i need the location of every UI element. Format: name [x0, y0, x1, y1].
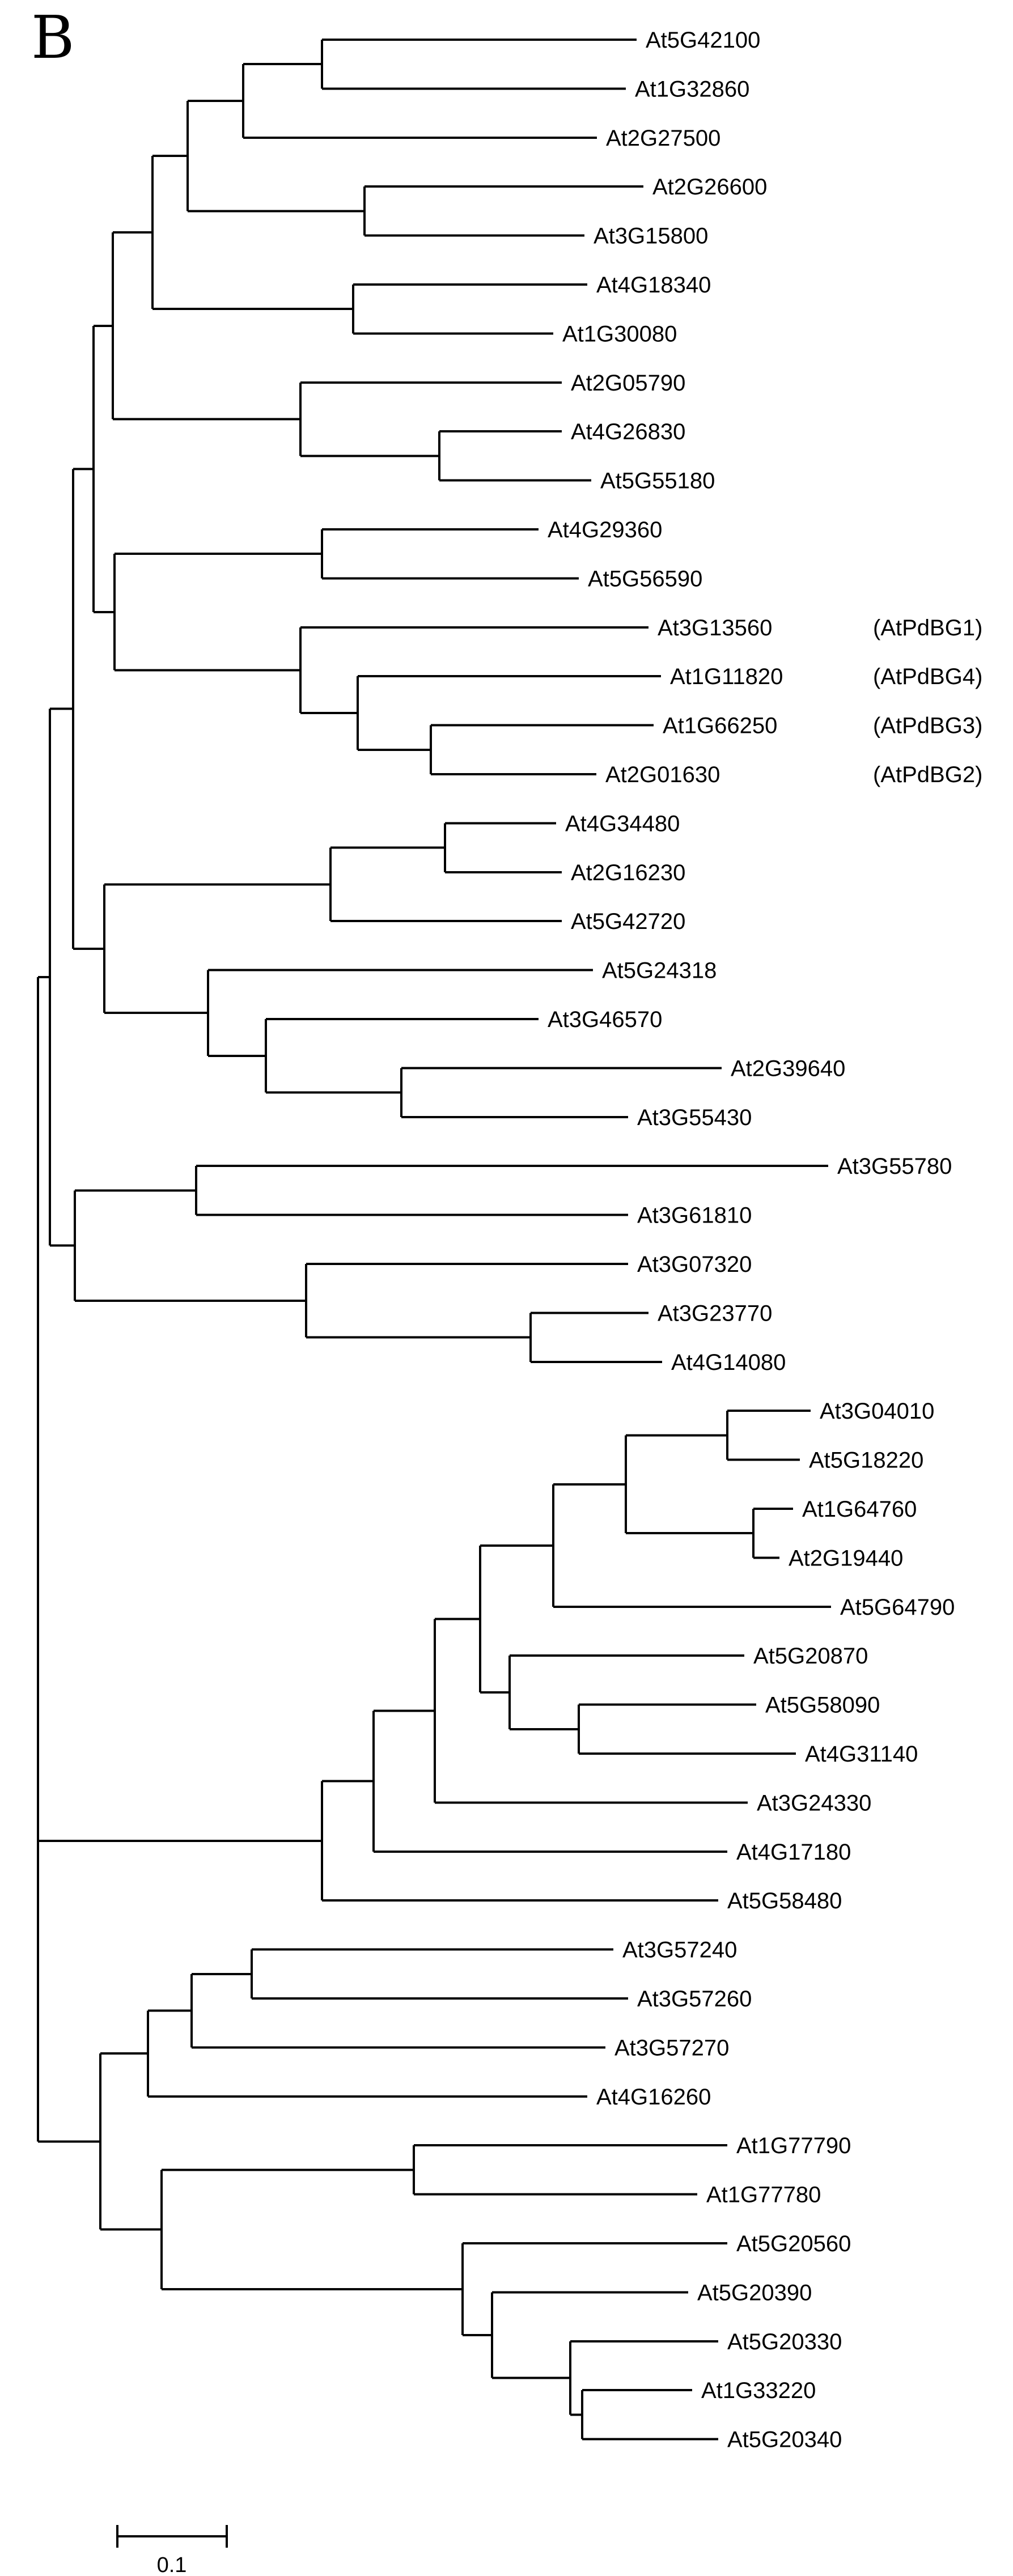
- leaf-label: At5G42720: [571, 909, 685, 934]
- leaf-label: At1G66250: [663, 714, 777, 739]
- leaf-label: At2G05790: [571, 371, 685, 396]
- leaf-label: At3G13560: [658, 616, 772, 640]
- leaf-label: At2G19440: [789, 1546, 903, 1571]
- leaf-label: At2G39640: [731, 1056, 845, 1081]
- leaf-label: At2G26600: [652, 175, 767, 200]
- leaf-label: At3G23770: [658, 1301, 772, 1326]
- leaf-label: At5G20560: [736, 2231, 851, 2256]
- leaf-label: At5G56590: [588, 566, 702, 591]
- leaf-label: At3G24330: [757, 1790, 871, 1815]
- leaf-label: At4G17180: [736, 1840, 851, 1865]
- leaf-label: At2G16230: [571, 860, 685, 885]
- leaf-label: At4G29360: [548, 517, 662, 542]
- leaf-label: At1G77780: [706, 2183, 821, 2208]
- leaf-label: At4G16260: [596, 2085, 711, 2110]
- leaf-label: At5G20390: [697, 2280, 812, 2305]
- leaf-label: At5G58480: [727, 1888, 842, 1913]
- leaf-label: At3G15800: [594, 224, 708, 249]
- leaf-label: At1G64760: [802, 1497, 917, 1522]
- panel-label: B: [31, 3, 75, 72]
- leaf-label: At4G31140: [805, 1742, 918, 1767]
- leaf-label: At2G01630: [605, 762, 720, 787]
- leaf-label: At2G27500: [606, 126, 720, 151]
- leaf-label: At5G64790: [840, 1595, 955, 1620]
- leaf-label: At1G77790: [736, 2133, 851, 2158]
- leaf-label: At4G26830: [571, 419, 685, 444]
- leaf-label: At3G07320: [637, 1252, 752, 1277]
- leaf-label: At5G58090: [765, 1693, 880, 1718]
- gene-alias-label: (AtPdBG1): [873, 616, 982, 640]
- leaf-label: At4G34480: [565, 811, 680, 836]
- leaf-label: At3G57240: [622, 1938, 737, 1963]
- leaf-label: At4G14080: [671, 1350, 786, 1375]
- gene-alias-label: (AtPdBG3): [873, 714, 982, 739]
- leaf-label: At4G18340: [596, 273, 711, 298]
- leaf-label: At3G04010: [820, 1399, 934, 1424]
- gene-alias-label: (AtPdBG4): [873, 664, 982, 689]
- leaf-label: At3G55430: [637, 1105, 752, 1130]
- leaf-label: At1G33220: [701, 2378, 816, 2403]
- leaf-label: At5G24318: [602, 958, 717, 983]
- scale-bar-label: 0.1: [157, 2553, 187, 2576]
- leaf-label: At5G20870: [753, 1644, 868, 1669]
- leaf-label: At3G57270: [614, 2035, 729, 2060]
- leaf-label: At3G57260: [637, 1987, 752, 2011]
- leaf-label: At1G11820: [670, 664, 783, 689]
- leaf-label: At5G42100: [646, 28, 760, 53]
- leaf-label: At5G20330: [727, 2329, 842, 2354]
- leaf-label: At3G46570: [548, 1007, 662, 1032]
- leaf-label: At3G61810: [637, 1203, 752, 1228]
- leaf-label: At1G32860: [635, 77, 749, 101]
- leaf-label: At5G55180: [600, 469, 715, 494]
- gene-alias-label: (AtPdBG2): [873, 762, 982, 787]
- leaf-label: At5G20340: [727, 2428, 842, 2452]
- leaf-label: At3G55780: [837, 1154, 952, 1179]
- leaf-label: At5G18220: [809, 1448, 923, 1473]
- leaf-label: At1G30080: [562, 321, 677, 346]
